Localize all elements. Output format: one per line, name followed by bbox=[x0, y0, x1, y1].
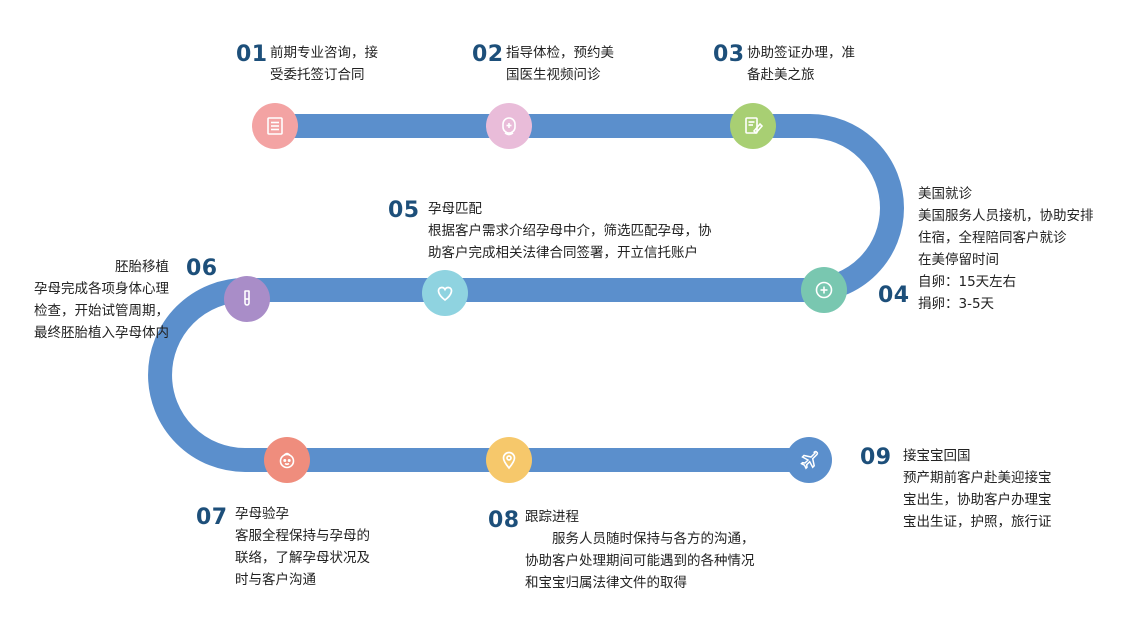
step-04-line-5: 捐卵：3-5天 bbox=[918, 296, 995, 312]
step-09-node bbox=[786, 437, 832, 483]
step-07-number: 07 bbox=[196, 505, 228, 530]
step-08-title: 跟踪进程 bbox=[525, 509, 579, 525]
step-07-line-1: 客服全程保持与孕母的 bbox=[235, 528, 370, 544]
step-07-line-2: 联络，了解孕母状况及 bbox=[235, 550, 370, 566]
location-pin-icon bbox=[502, 451, 516, 470]
step-01-line-2: 受委托签订合同 bbox=[270, 67, 365, 83]
step-06-line-1: 孕母完成各项身体心理 bbox=[34, 281, 169, 297]
step-03-node bbox=[730, 103, 776, 149]
step-05-number: 05 bbox=[388, 198, 420, 223]
step-04-line-1: 美国服务人员接机，协助安排 bbox=[918, 208, 1094, 224]
step-08-line-3: 和宝宝归属法律文件的取得 bbox=[525, 575, 687, 591]
step-08-line-1: 服务人员随时保持与各方的沟通， bbox=[552, 531, 755, 547]
step-08-number: 08 bbox=[488, 508, 520, 533]
step-09-number: 09 bbox=[860, 445, 892, 470]
step-02-text: 指导体检，预约美 国医生视频问诊 bbox=[506, 42, 614, 86]
heart-icon bbox=[437, 286, 453, 302]
doctor-icon bbox=[502, 117, 516, 136]
step-05-line-2: 助客户完成相关法律合同签署，开立信托账户 bbox=[428, 245, 698, 261]
step-09-line-1: 预产期前客户赴美迎接宝 bbox=[903, 470, 1052, 486]
step-09-line-3: 宝出生证，护照，旅行证 bbox=[903, 514, 1052, 530]
step-03-text: 协助签证办理，准 备赴美之旅 bbox=[747, 42, 855, 86]
step-01-text: 前期专业咨询，接 受委托签订合同 bbox=[270, 42, 378, 86]
airplane-icon bbox=[800, 450, 819, 470]
step-07-text: 孕母验孕 客服全程保持与孕母的 联络，了解孕母状况及 时与客户沟通 bbox=[235, 503, 370, 591]
step-02-node bbox=[486, 103, 532, 149]
step-06-line-3: 最终胚胎植入孕母体内 bbox=[34, 325, 169, 341]
step-04-node bbox=[801, 267, 847, 313]
serpentine-path bbox=[148, 114, 904, 472]
step-07-line-3: 时与客户沟通 bbox=[235, 572, 316, 588]
step-01-node bbox=[252, 103, 298, 149]
step-02-number: 02 bbox=[472, 42, 504, 67]
step-05-text: 孕母匹配 根据客户需求介绍孕母中介，筛选匹配孕母，协 助客户完成相关法律合同签署… bbox=[428, 198, 712, 264]
medical-plus-icon bbox=[815, 281, 833, 299]
step-04-line-2: 住宿，全程陪同客户就诊 bbox=[918, 230, 1067, 246]
step-02-line-1: 指导体检，预约美 bbox=[506, 45, 614, 61]
step-03-line-1: 协助签证办理，准 bbox=[747, 45, 855, 61]
step-01-line-1: 前期专业咨询，接 bbox=[270, 45, 378, 61]
step-03-line-2: 备赴美之旅 bbox=[747, 67, 815, 83]
baby-face-icon bbox=[279, 452, 295, 469]
step-09-title: 接宝宝回国 bbox=[903, 448, 971, 464]
step-06-node bbox=[224, 276, 270, 322]
step-05-title: 孕母匹配 bbox=[428, 201, 482, 217]
step-08-node bbox=[486, 437, 532, 483]
step-06-number: 06 bbox=[186, 256, 218, 281]
step-04-line-3: 在美停留时间 bbox=[918, 252, 999, 268]
step-05-line-1: 根据客户需求介绍孕母中介，筛选匹配孕母，协 bbox=[428, 223, 712, 239]
step-04-number: 04 bbox=[878, 283, 910, 308]
step-06-title: 胚胎移植 bbox=[115, 259, 169, 275]
step-03-number: 03 bbox=[713, 42, 745, 67]
test-tube-icon bbox=[244, 290, 250, 306]
step-06-line-2: 检查，开始试管周期， bbox=[34, 303, 169, 319]
document-list-icon bbox=[267, 117, 283, 135]
step-01-number: 01 bbox=[236, 42, 268, 67]
step-09-line-2: 宝出生，协助客户办理宝 bbox=[903, 492, 1052, 508]
sign-document-icon bbox=[745, 117, 764, 135]
step-08-text: 跟踪进程 服务人员随时保持与各方的沟通， 协助客户处理期间可能遇到的各种情况 和… bbox=[525, 506, 755, 594]
step-07-title: 孕母验孕 bbox=[235, 506, 289, 522]
step-04-text: 美国就诊 美国服务人员接机，协助安排 住宿，全程陪同客户就诊 在美停留时间 自卵… bbox=[918, 183, 1094, 315]
step-06-text: 胚胎移植 孕母完成各项身体心理 检查，开始试管周期， 最终胚胎植入孕母体内 bbox=[34, 256, 169, 344]
step-04-title: 美国就诊 bbox=[918, 186, 972, 202]
step-02-line-2: 国医生视频问诊 bbox=[506, 67, 601, 83]
step-07-node bbox=[264, 437, 310, 483]
step-08-line-2: 协助客户处理期间可能遇到的各种情况 bbox=[525, 553, 755, 569]
step-05-node bbox=[422, 270, 468, 316]
step-04-line-4: 自卵：15天左右 bbox=[918, 274, 1017, 290]
step-09-text: 接宝宝回国 预产期前客户赴美迎接宝 宝出生，协助客户办理宝 宝出生证，护照，旅行… bbox=[903, 445, 1052, 533]
